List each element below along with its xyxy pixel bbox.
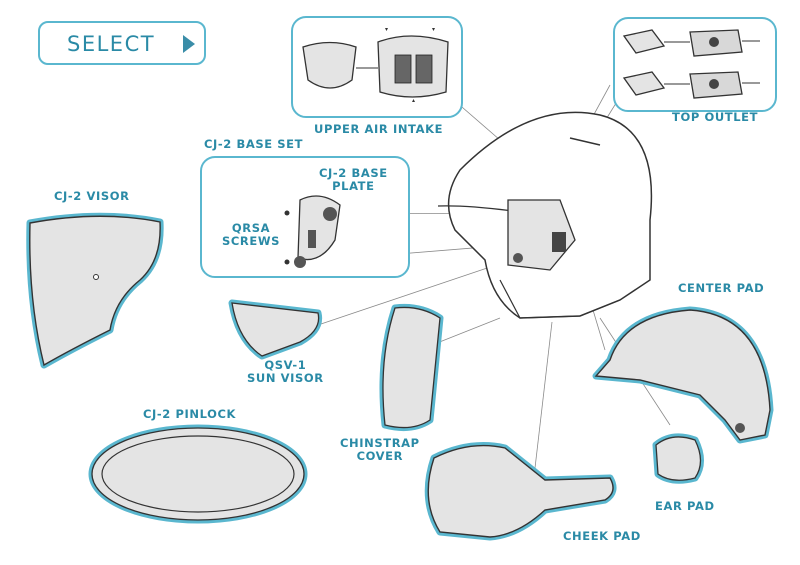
- sun-visor-part[interactable]: [228, 299, 323, 360]
- base-set-part[interactable]: [200, 156, 410, 278]
- label-sun-visor-line2: SUN VISOR: [247, 371, 324, 385]
- cheek-pad-part[interactable]: [424, 442, 617, 541]
- upper-air-intake-part[interactable]: [291, 16, 463, 118]
- label-chinstrap-cover-line1: CHINSTRAP: [340, 436, 420, 450]
- label-base-plate[interactable]: CJ-2 BASE PLATE: [319, 167, 388, 193]
- top-outlet-part[interactable]: [613, 17, 777, 112]
- label-ear-pad[interactable]: EAR PAD: [655, 499, 715, 513]
- label-visor[interactable]: CJ-2 VISOR: [54, 189, 130, 203]
- select-button-label: SELECT: [67, 32, 156, 56]
- label-center-pad[interactable]: CENTER PAD: [678, 281, 765, 295]
- label-upper-air-intake[interactable]: UPPER AIR INTAKE: [314, 122, 444, 136]
- label-screws-line1: QRSA: [231, 221, 271, 235]
- ear-pad-part[interactable]: [652, 433, 704, 484]
- label-pinlock[interactable]: CJ-2 PINLOCK: [143, 407, 237, 421]
- chinstrap-cover-part[interactable]: [379, 304, 444, 432]
- label-chinstrap-cover[interactable]: CHINSTRAP COVER: [340, 437, 420, 463]
- visor-part[interactable]: [26, 212, 164, 369]
- label-sun-visor[interactable]: QSV-1 SUN VISOR: [247, 359, 324, 385]
- pinlock-part[interactable]: [88, 424, 308, 524]
- label-top-outlet[interactable]: TOP OUTLET: [672, 110, 759, 124]
- label-base-plate-line2: PLATE: [332, 179, 375, 193]
- select-button[interactable]: SELECT: [38, 21, 206, 65]
- triangle-right-icon: [183, 35, 195, 53]
- label-screws-line2: SCREWS: [222, 234, 281, 248]
- label-screws[interactable]: QRSA SCREWS: [222, 222, 280, 248]
- label-chinstrap-cover-line2: COVER: [356, 449, 404, 463]
- helmet-shell: [437, 111, 653, 319]
- label-cheek-pad[interactable]: CHEEK PAD: [563, 529, 641, 543]
- center-pad-part[interactable]: [592, 306, 774, 444]
- label-sun-visor-line1: QSV-1: [264, 358, 307, 372]
- label-base-plate-line1: CJ-2 BASE: [319, 166, 388, 180]
- label-base-set[interactable]: CJ-2 BASE SET: [204, 137, 304, 151]
